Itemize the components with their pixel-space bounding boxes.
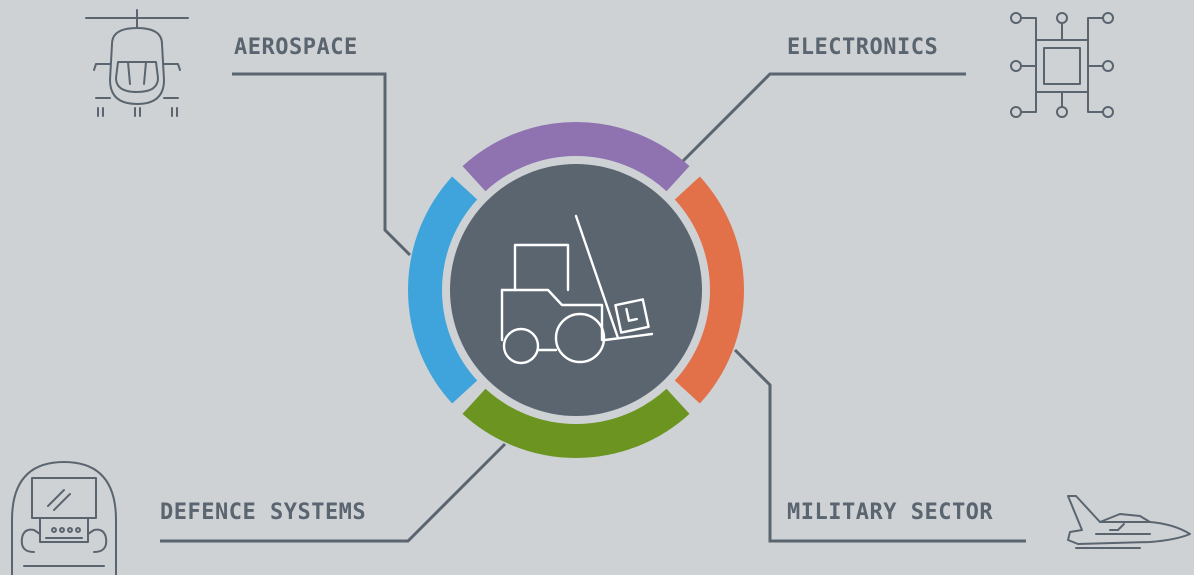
forklift-icon [500, 214, 654, 365]
cockpit-icon [11, 461, 117, 575]
connector-military [733, 348, 1026, 543]
ring-segment-military [674, 176, 744, 404]
connector-defence [160, 442, 507, 543]
connector-aerospace [232, 72, 412, 257]
sector-ring [408, 122, 744, 458]
military-sector-label: MILITARY SECTOR [787, 500, 994, 525]
center-disc [450, 164, 702, 416]
microchip-icon [1010, 12, 1114, 118]
ring-segment-aerospace [408, 176, 478, 404]
ring-segment-electronics [462, 122, 690, 192]
ring-segment-defence [462, 388, 690, 458]
helicopter-icon [85, 9, 189, 117]
defence-systems-label: DEFENCE SYSTEMS [160, 500, 367, 525]
fighter-jet-icon [1067, 495, 1191, 549]
electronics-label: ELECTRONICS [787, 35, 939, 60]
connector-electronics [681, 72, 966, 163]
aerospace-label: AEROSPACE [234, 35, 358, 60]
